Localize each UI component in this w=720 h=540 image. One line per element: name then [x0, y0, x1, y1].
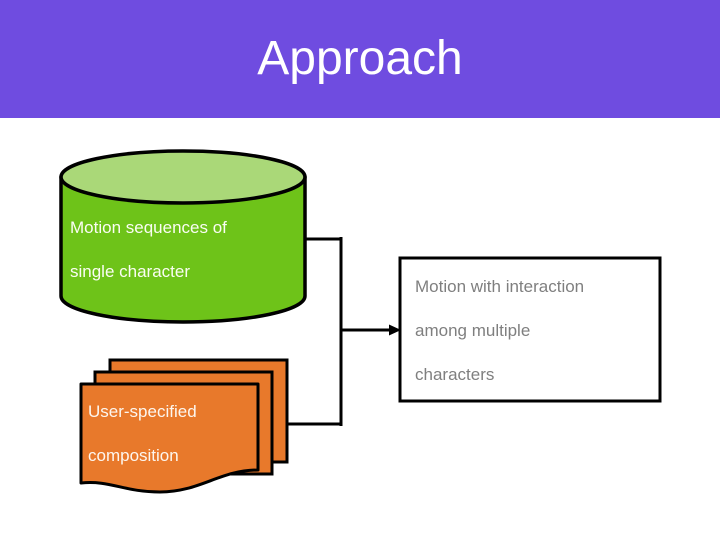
node-motion-database[interactable]	[59, 149, 307, 324]
motion-database-label: Motion sequences of single character	[70, 218, 227, 281]
slide-header-band	[0, 0, 720, 118]
output-box	[398, 256, 662, 403]
connector-arrow-head	[389, 324, 401, 336]
cylinder-top	[59, 149, 307, 205]
node-interaction-output[interactable]	[398, 256, 662, 403]
cylinder-body	[59, 175, 307, 324]
interaction-output-label: Motion with interaction among multiple c…	[415, 277, 585, 384]
page-title: Approach	[257, 32, 463, 85]
document-sheet-front	[79, 382, 260, 494]
user-composition-label: User-specified composition	[88, 402, 197, 465]
node-user-composition[interactable]	[79, 358, 289, 494]
